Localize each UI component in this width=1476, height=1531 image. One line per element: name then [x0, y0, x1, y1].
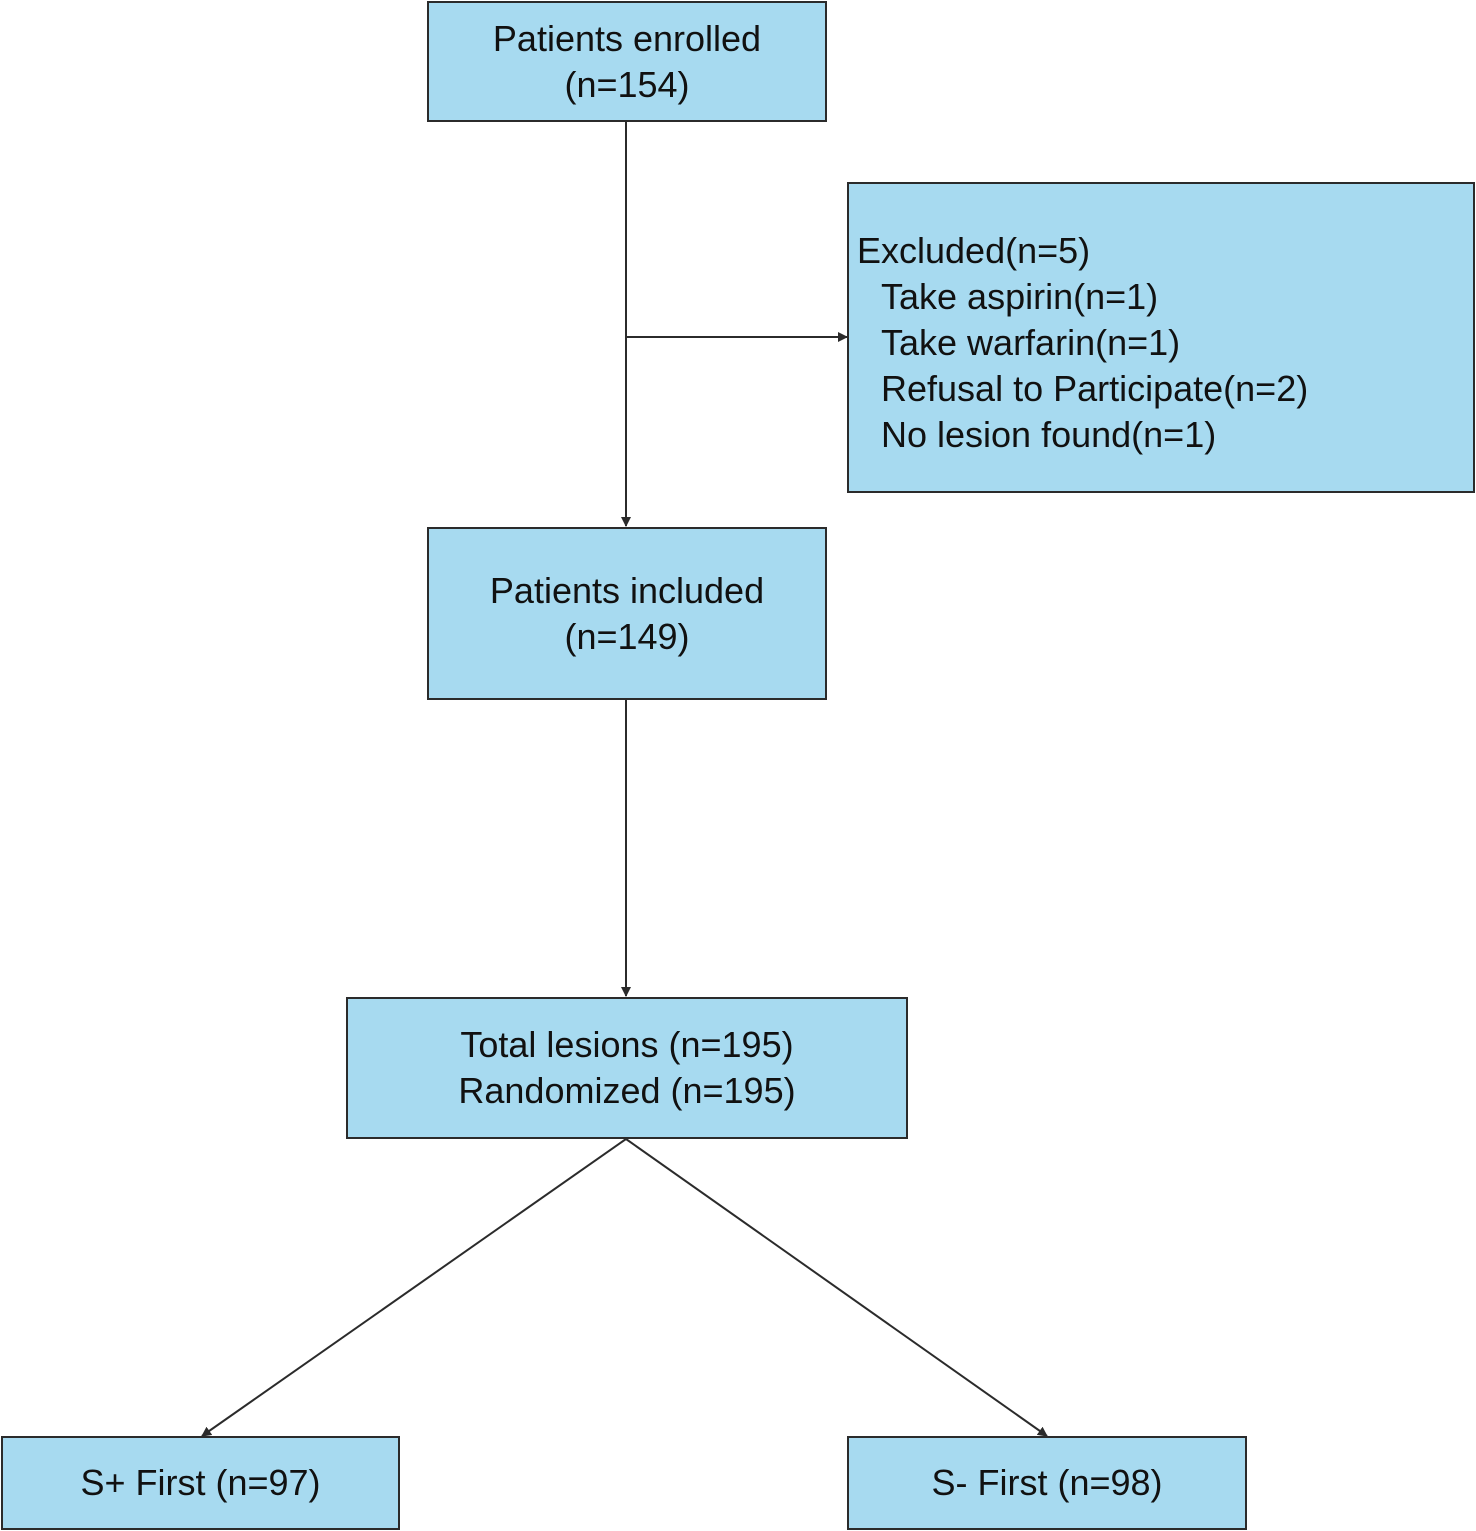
arm-left-label: S+ First (n=97): [80, 1462, 321, 1503]
enrolled-box: Patients enrolled (n=154): [427, 1, 827, 122]
arm-right-box: S- First (n=98): [847, 1436, 1247, 1530]
arm-right-label: S- First (n=98): [931, 1462, 1163, 1503]
excluded-reason-warfarin: Take warfarin(n=1): [881, 322, 1181, 363]
excluded-reason-refusal: Refusal to Participate(n=2): [881, 368, 1309, 409]
excluded-title: Excluded(n=5): [857, 230, 1091, 271]
arrow-to-arm-right: [625, 1138, 1048, 1437]
arm-left-box: S+ First (n=97): [1, 1436, 400, 1530]
enrolled-count: (n=154): [564, 63, 690, 105]
enrolled-label: Patients enrolled: [492, 17, 762, 59]
lesions-box: Total lesions (n=195) Randomized (n=195): [346, 997, 908, 1139]
randomized-label: Randomized (n=195): [458, 1070, 796, 1111]
total-lesions-label: Total lesions (n=195): [460, 1024, 794, 1065]
included-box: Patients included (n=149): [427, 527, 827, 700]
excluded-reason-no-lesion: No lesion found(n=1): [881, 414, 1217, 455]
included-count: (n=149): [564, 615, 690, 657]
excluded-box: Excluded(n=5) Take aspirin(n=1) Take war…: [847, 182, 1475, 493]
included-label: Patients included: [489, 569, 765, 611]
arrow-to-arm-left: [201, 1138, 627, 1437]
excluded-reason-aspirin: Take aspirin(n=1): [881, 276, 1159, 317]
